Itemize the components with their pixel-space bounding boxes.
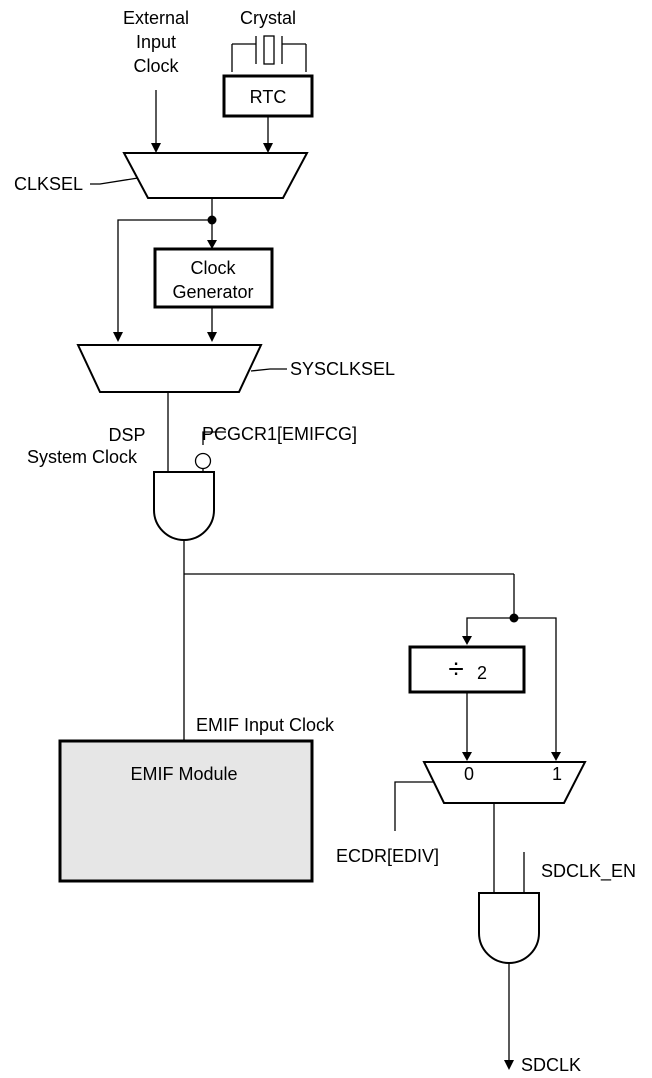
external-input-clock-label-line1: External bbox=[123, 8, 189, 28]
pcgcr1-wire bbox=[202, 431, 226, 445]
crystal-symbol bbox=[231, 35, 307, 72]
external-input-clock-label-line2: Input bbox=[136, 32, 176, 52]
rtc-box bbox=[222, 74, 314, 118]
divided-output-arrow bbox=[462, 752, 472, 761]
divide-symbol: ÷ bbox=[448, 653, 463, 684]
clock-generator-label-line1: Clock bbox=[190, 258, 236, 278]
dsp-system-clock-label-line2: System Clock bbox=[27, 447, 138, 467]
sysclksel-mux bbox=[76, 344, 263, 393]
mux-input-1-label: 1 bbox=[552, 764, 562, 784]
clksel-wire bbox=[90, 177, 139, 185]
sdclk-output-arrow bbox=[504, 1060, 514, 1070]
bypass-wire bbox=[117, 219, 212, 332]
clock-generator-arrow bbox=[207, 240, 217, 249]
ecdr-label: ECDR[EDIV] bbox=[336, 846, 439, 866]
mux-input-0-label: 0 bbox=[464, 764, 474, 784]
emif-clock-gate bbox=[153, 471, 215, 541]
clock-generator-box bbox=[153, 247, 274, 309]
bypass-arrow bbox=[113, 332, 123, 342]
sdclk-label: SDCLK bbox=[521, 1055, 581, 1075]
undivided-wire bbox=[514, 617, 557, 752]
clksel-label: CLKSEL bbox=[14, 174, 83, 194]
undivided-arrow bbox=[551, 752, 561, 761]
clock-generator-label-line2: Generator bbox=[172, 282, 253, 302]
pcgcr1-inversion-bubble bbox=[194, 452, 212, 470]
divider-input-wire bbox=[466, 617, 514, 636]
rtc-label: RTC bbox=[250, 87, 287, 107]
external-clock-arrow bbox=[151, 143, 161, 153]
sysclksel-wire bbox=[250, 368, 287, 372]
emif-module-box bbox=[58, 739, 314, 883]
sysclksel-label: SYSCLKSEL bbox=[290, 359, 395, 379]
emif-module-label: EMIF Module bbox=[130, 764, 237, 784]
sdclk-divider-mux bbox=[422, 761, 587, 804]
sdclk-gate bbox=[478, 892, 540, 964]
dsp-system-clock-label-line1: DSP bbox=[108, 425, 145, 445]
crystal-label: Crystal bbox=[240, 8, 296, 28]
clock-generator-out-arrow bbox=[207, 332, 217, 342]
divide-value: 2 bbox=[477, 663, 487, 683]
sdclk-en-label: SDCLK_EN bbox=[541, 861, 636, 882]
divide-by-2-box bbox=[408, 645, 526, 694]
rtc-output-arrow bbox=[263, 143, 273, 153]
emif-input-clock-label: EMIF Input Clock bbox=[196, 715, 335, 735]
divider-input-arrow bbox=[462, 636, 472, 645]
ecdr-wire bbox=[394, 781, 433, 831]
pcgcr1-label: PCGCR1[EMIFCG] bbox=[202, 424, 357, 444]
clksel-mux bbox=[122, 152, 309, 199]
external-input-clock-label-line3: Clock bbox=[133, 56, 179, 76]
